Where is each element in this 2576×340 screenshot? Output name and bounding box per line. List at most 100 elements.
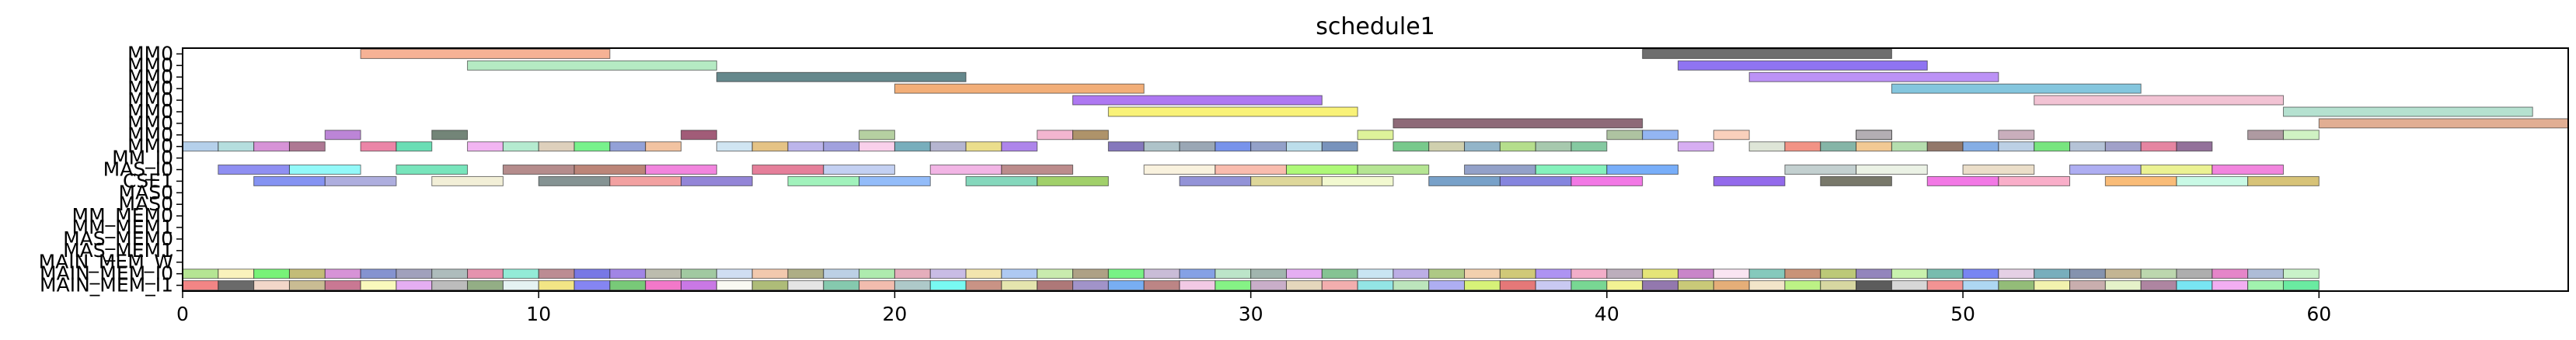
task-bar [1143,280,1180,291]
task-bar [573,280,611,291]
task-bar [1820,175,1892,186]
y-tick-label: MM0 [127,77,173,99]
task-bar [1321,141,1358,152]
task-bar [1606,269,1644,279]
task-bar [1926,141,1964,152]
task-bar [467,60,717,71]
task-bar [2140,141,2177,152]
task-bar [1250,269,1287,279]
task-bar [360,141,397,152]
task-bar [1001,165,1074,175]
task-bar [823,165,895,175]
task-bar [1962,269,1999,279]
x-tick-label: 60 [2306,303,2331,325]
task-bar [716,141,753,152]
task-bar [1215,280,1252,291]
task-bar [2069,280,2106,291]
task-bar [1535,269,1572,279]
task-bar [2212,280,2249,291]
task-bar [1570,175,1644,186]
task-bar [1499,141,1536,152]
task-bar [2282,130,2320,141]
y-tick-label: MAIN_MEM_I0 [40,262,173,285]
task-bar [1072,130,1109,141]
task-bar [1357,165,1430,175]
task-bar [1820,280,1857,291]
task-bar [1820,269,1857,279]
task-bar [2069,269,2106,279]
task-bar [2140,165,2213,175]
task-bar [1784,141,1821,152]
task-bar [1891,269,1928,279]
task-bar [1748,269,1786,279]
task-bar [1642,130,1678,141]
task-bar [859,130,895,141]
task-bar [431,175,504,186]
task-bar [823,280,860,291]
task-bar [787,175,860,186]
task-bar [680,175,753,186]
y-tick-label: MAS0 [119,193,173,215]
task-bar [787,280,824,291]
task-bar [502,269,539,279]
task-bar [538,280,575,291]
task-bar [1393,141,1430,152]
task-bar [431,269,469,279]
task-bar [2140,280,2177,291]
task-bar [1535,280,1572,291]
task-bar [1143,141,1180,152]
task-bar [965,141,1002,152]
task-bar [823,141,860,152]
task-bar [1464,141,1501,152]
task-bar [1784,280,1821,291]
task-bar [680,130,717,141]
y-tick-label: MAIN_MEM_W [39,251,173,273]
task-bar [1321,175,1394,186]
task-bar [2104,280,2142,291]
x-tick-label: 10 [526,303,551,325]
task-bar [1393,118,1644,129]
task-bar [1143,269,1180,279]
task-bar [2104,269,2142,279]
task-bar [645,141,681,152]
task-bar [573,141,611,152]
task-bar [1606,280,1644,291]
task-bar [859,141,895,152]
task-bar [1642,48,1892,59]
task-bar [1285,141,1323,152]
task-bar [1998,141,2035,152]
task-bar [2034,141,2071,152]
x-tick-label: 40 [1595,303,1619,325]
task-bar [2212,165,2284,175]
task-bar [1179,269,1216,279]
task-bar [1499,280,1536,291]
task-bar [787,269,824,279]
task-bar [1143,165,1216,175]
task-bar [288,269,326,279]
y-tick-label: MAIN_MEM_I1 [40,274,173,297]
y-tick-label: MM_MEM1 [72,216,173,238]
task-bar [1535,141,1572,152]
task-bar [1856,141,1892,152]
task-bar [1215,141,1252,152]
task-bar [1748,141,1786,152]
task-bar [1891,141,1928,152]
task-bar [1428,141,1466,152]
task-bar [1250,175,1323,186]
task-bar [324,175,397,186]
y-tick-label: MAS0 [119,181,173,203]
task-bar [502,141,539,152]
task-bar [1570,269,1608,279]
task-bar [1642,280,1678,291]
task-bar [1428,175,1501,186]
task-bar [859,175,931,186]
task-bar [253,175,326,186]
task-bar [1713,130,1750,141]
task-bar [609,175,681,186]
task-bar [1037,130,1074,141]
task-bar [1001,269,1038,279]
task-bar [253,269,290,279]
task-bar [859,269,895,279]
task-bar [929,269,967,279]
